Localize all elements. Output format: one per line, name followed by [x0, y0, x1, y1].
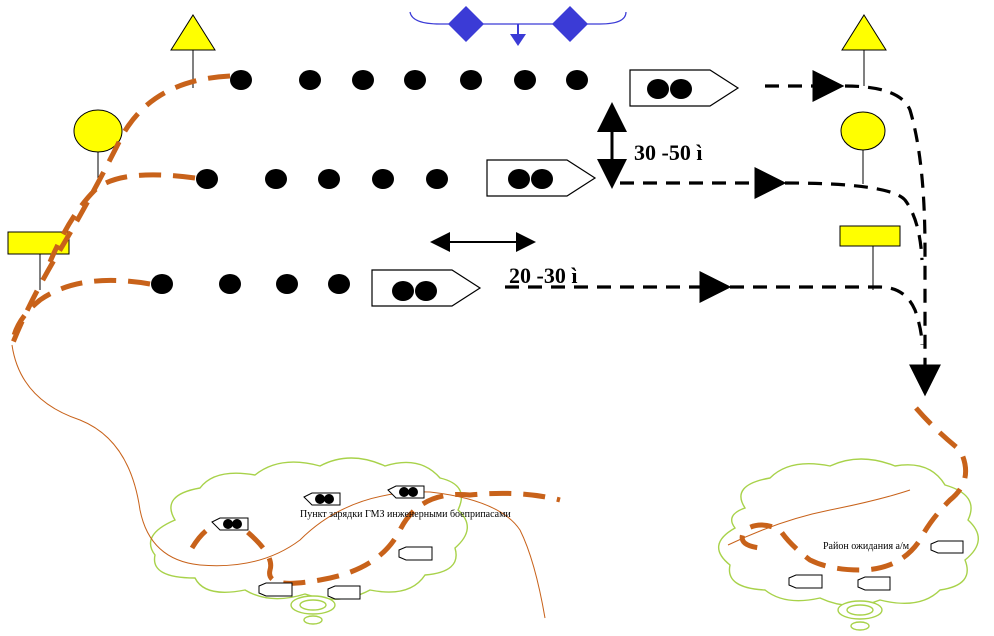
mine-dot [276, 274, 298, 294]
mine-dot [566, 70, 588, 90]
mine-dot [196, 169, 218, 189]
truck-icon [788, 574, 823, 589]
truck-icon [930, 540, 964, 554]
waiting-area-label: Район ожидания а/м [823, 541, 910, 552]
mine-row-3 [151, 274, 350, 294]
truck-icon [398, 546, 433, 561]
mine-dot [372, 169, 394, 189]
marker-circle-left-icon [73, 109, 123, 178]
mine-dot [230, 70, 252, 90]
marker-rect-right-icon [839, 225, 901, 290]
mine-dot [299, 70, 321, 90]
mine-dot [426, 169, 448, 189]
marker-triangle-right-icon [841, 14, 887, 86]
column-spacing-label: 20 -30 ì [509, 263, 577, 288]
mine-row-1 [230, 70, 588, 90]
marker-circle-right-icon [840, 111, 886, 184]
marker-rect-left-icon [7, 231, 70, 290]
mine-dot [352, 70, 374, 90]
mine-dot [318, 169, 340, 189]
mine-dot [219, 274, 241, 294]
row-spacing-label: 30 -50 ì [634, 140, 702, 165]
minelayer-routes [9, 73, 969, 586]
truck-icon [327, 585, 361, 600]
truck-icon [258, 582, 293, 597]
waiting-area-cloud [718, 458, 979, 631]
mine-dot [460, 70, 482, 90]
exit-routes [505, 70, 941, 397]
mine-row-2 [196, 169, 448, 189]
charging-point-cloud [149, 457, 468, 625]
mine-dot [404, 70, 426, 90]
mine-dot [151, 274, 173, 294]
small-vehicle-icon [387, 485, 425, 499]
mine-dot [514, 70, 536, 90]
approach-route-thin [11, 344, 546, 619]
minelayer-vehicle-icon [486, 159, 597, 197]
command-element-icon [409, 6, 627, 46]
charging-point-label: Пункт зарядки ГМЗ инженерными боеприпаса… [300, 509, 511, 520]
minelayer-vehicle-icon [371, 269, 482, 307]
truck-icon [857, 576, 891, 591]
small-vehicle-icon [211, 517, 249, 531]
mine-dot [328, 274, 350, 294]
return-route-thin [727, 489, 911, 546]
small-vehicle-icon [303, 492, 341, 506]
minelayer-vehicle-icon [629, 69, 740, 107]
mine-dot [265, 169, 287, 189]
